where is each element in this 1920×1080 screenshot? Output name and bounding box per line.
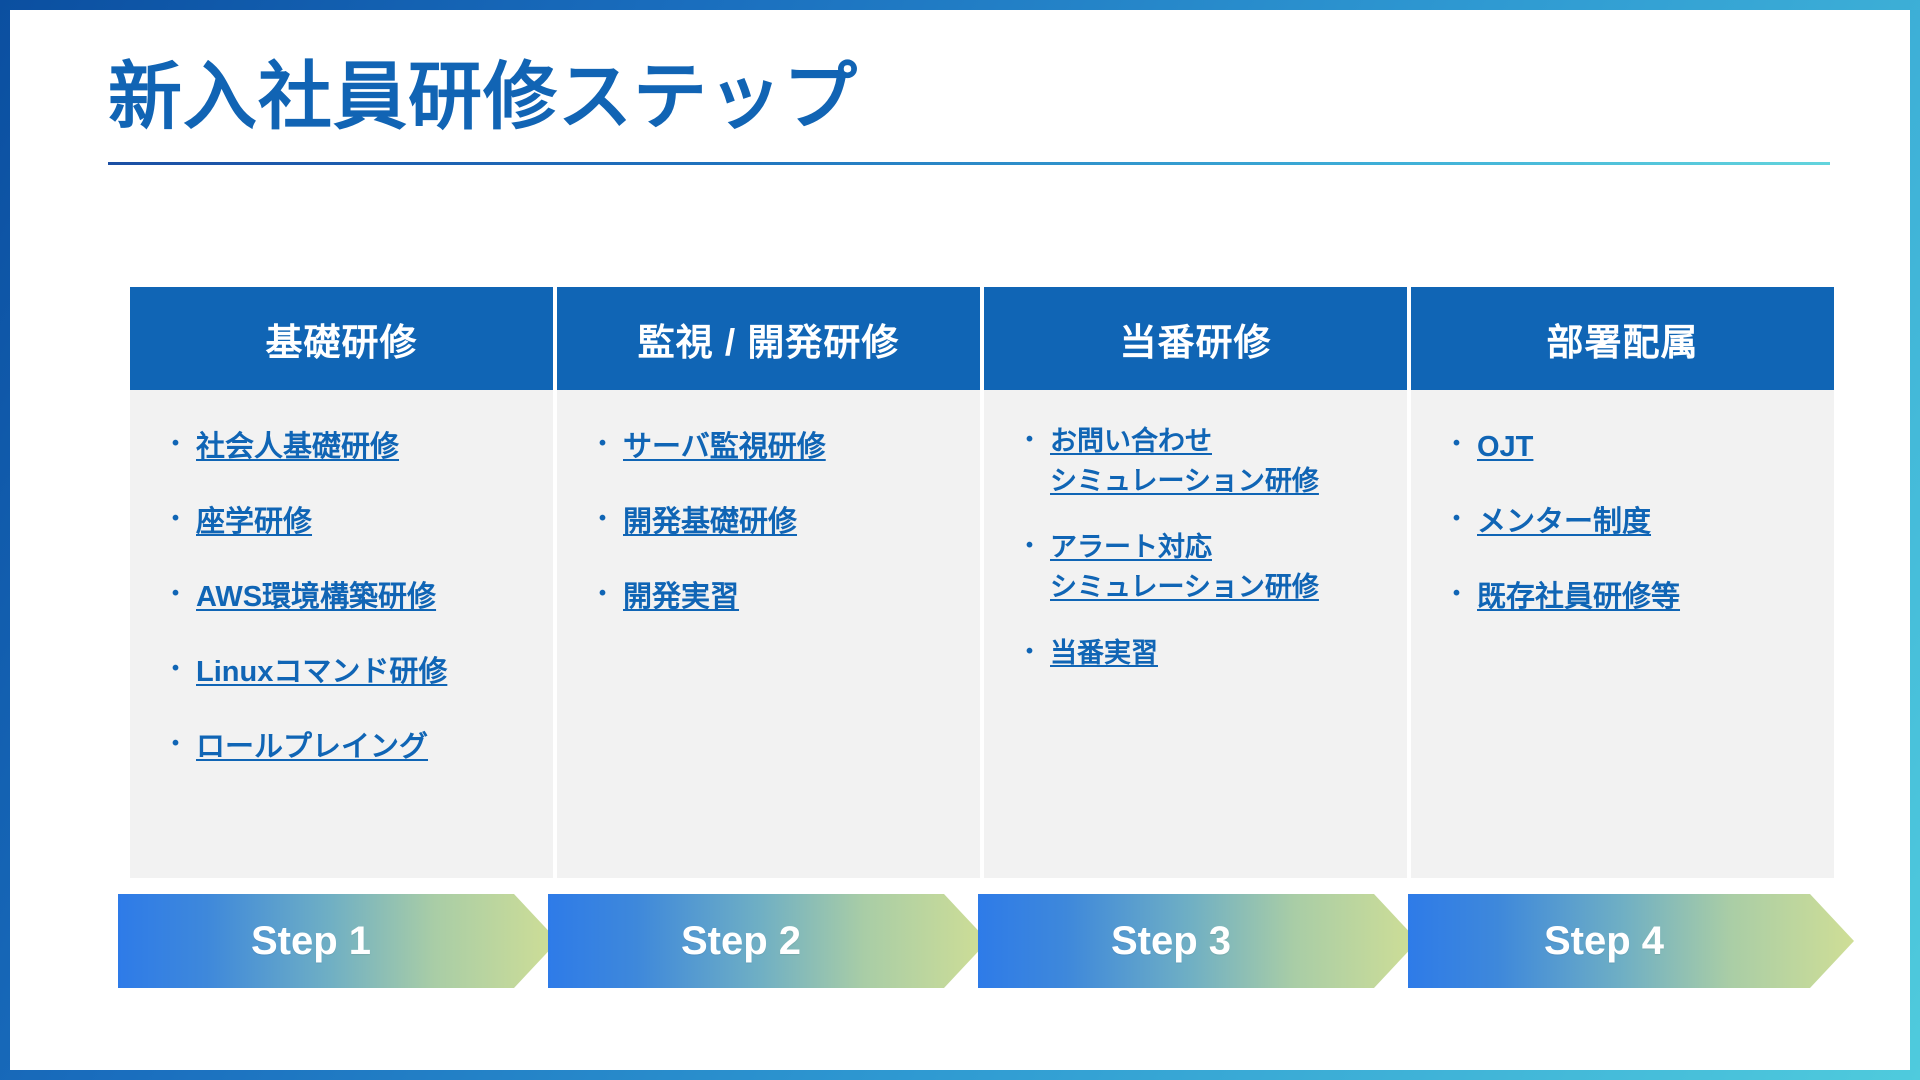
list-item[interactable]: ・ ロールプレイング <box>162 726 543 769</box>
bullet-icon: ・ <box>162 578 189 609</box>
step-arrow-2-label: Step 2 <box>680 918 802 963</box>
bullet-icon: ・ <box>1016 530 1043 561</box>
list-item[interactable]: ・ アラート対応 シミュレーション研修 <box>1016 528 1397 608</box>
list-item[interactable]: ・ メンター制度 <box>1443 501 1824 544</box>
list-item-label[interactable]: 社会人基礎研修 <box>196 431 400 463</box>
bullet-icon: ・ <box>1443 578 1470 609</box>
step-arrows-container: Step 1 Step 2 Step 3 Step 4 <box>118 894 1842 988</box>
list-item-label[interactable]: お問い合わせ シミュレーション研修 <box>1050 426 1319 496</box>
bullet-icon: ・ <box>1443 429 1470 459</box>
column-header-1: 基礎研修 <box>130 287 553 390</box>
list-item[interactable]: ・ Linuxコマンド研修 <box>162 651 543 694</box>
step-arrow-4[interactable]: Step 4 <box>1408 894 1854 988</box>
step-arrow-3[interactable]: Step 3 <box>978 894 1418 988</box>
list-item[interactable]: ・ 座学研修 <box>162 501 543 544</box>
list-item-label[interactable]: AWS環境構築研修 <box>196 580 437 613</box>
list-item[interactable]: ・ 開発基礎研修 <box>589 501 970 544</box>
bullet-icon: ・ <box>1016 636 1043 667</box>
column-basic-training: 基礎研修 ・ 社会人基礎研修 ・ 座学研修 ・ AWS環境構築研修 <box>130 287 553 878</box>
list-item[interactable]: ・ OJT <box>1443 426 1824 469</box>
column-header-2: 監視 / 開発研修 <box>557 287 980 390</box>
bullet-icon: ・ <box>162 653 189 684</box>
column-department-assignment: 部署配属 ・ OJT ・ メンター制度 ・ 既存社員研修等 <box>1411 287 1834 878</box>
list-item-label[interactable]: 当番実習 <box>1050 637 1158 668</box>
column-monitoring-development-training: 監視 / 開発研修 ・ サーバ監視研修 ・ 開発基礎研修 ・ 開発実習 <box>557 287 980 878</box>
title-divider <box>108 161 1830 165</box>
step-arrow-4-label: Step 4 <box>1543 918 1665 963</box>
title-block: 新入社員研修ステップ <box>108 58 1833 165</box>
bullet-icon: ・ <box>162 728 189 759</box>
bullet-icon: ・ <box>1443 503 1470 534</box>
list-item[interactable]: ・ 既存社員研修等 <box>1443 576 1824 619</box>
step-arrow-1-label: Step 1 <box>250 918 372 963</box>
column-duty-training: 当番研修 ・ お問い合わせ シミュレーション研修 ・ アラート対応 シミュレーシ… <box>984 287 1407 878</box>
step-arrow-1[interactable]: Step 1 <box>118 894 558 988</box>
page-title: 新入社員研修ステップ <box>108 55 858 138</box>
bullet-icon: ・ <box>162 429 189 459</box>
column-body-2: ・ サーバ監視研修 ・ 開発基礎研修 ・ 開発実習 <box>557 390 980 878</box>
list-item-label[interactable]: Linuxコマンド研修 <box>196 655 448 688</box>
list-item[interactable]: ・ 開発実習 <box>589 576 970 619</box>
column-header-4: 部署配属 <box>1411 287 1834 390</box>
list-item-label[interactable]: 開発実習 <box>623 580 740 613</box>
list-item-label[interactable]: 開発基礎研修 <box>623 505 798 538</box>
step-arrow-3-label: Step 3 <box>1110 918 1232 963</box>
column-body-1: ・ 社会人基礎研修 ・ 座学研修 ・ AWS環境構築研修 ・ Linuxコマンド… <box>130 390 553 878</box>
list-item[interactable]: ・ AWS環境構築研修 <box>162 576 543 619</box>
list-item-label[interactable]: 座学研修 <box>196 505 313 538</box>
bullet-icon: ・ <box>589 429 616 459</box>
slide-canvas: 新入社員研修ステップ 基礎研修 ・ 社会人基礎研修 ・ 座学研修 <box>10 10 1910 1070</box>
bullet-icon: ・ <box>589 503 616 534</box>
list-item[interactable]: ・ サーバ監視研修 <box>589 426 970 469</box>
list-item[interactable]: ・ お問い合わせ シミュレーション研修 <box>1016 422 1397 502</box>
list-item-label[interactable]: サーバ監視研修 <box>623 431 826 463</box>
bullet-icon: ・ <box>162 503 189 534</box>
column-body-4: ・ OJT ・ メンター制度 ・ 既存社員研修等 <box>1411 390 1834 878</box>
column-body-3: ・ お問い合わせ シミュレーション研修 ・ アラート対応 シミュレーション研修 … <box>984 390 1407 878</box>
list-item[interactable]: ・ 社会人基礎研修 <box>162 426 543 469</box>
bullet-icon: ・ <box>1016 425 1043 455</box>
list-item-label[interactable]: ロールプレイング <box>196 730 429 763</box>
bullet-icon: ・ <box>589 578 616 609</box>
list-item[interactable]: ・ 当番実習 <box>1016 634 1397 674</box>
column-header-3: 当番研修 <box>984 287 1407 390</box>
list-item-label[interactable]: OJT <box>1477 431 1534 463</box>
list-item-label[interactable]: メンター制度 <box>1477 505 1652 538</box>
list-item-label[interactable]: 既存社員研修等 <box>1477 580 1681 613</box>
list-item-label[interactable]: アラート対応 シミュレーション研修 <box>1050 531 1319 602</box>
step-arrow-2[interactable]: Step 2 <box>548 894 988 988</box>
columns-container: 基礎研修 ・ 社会人基礎研修 ・ 座学研修 ・ AWS環境構築研修 <box>130 287 1834 878</box>
